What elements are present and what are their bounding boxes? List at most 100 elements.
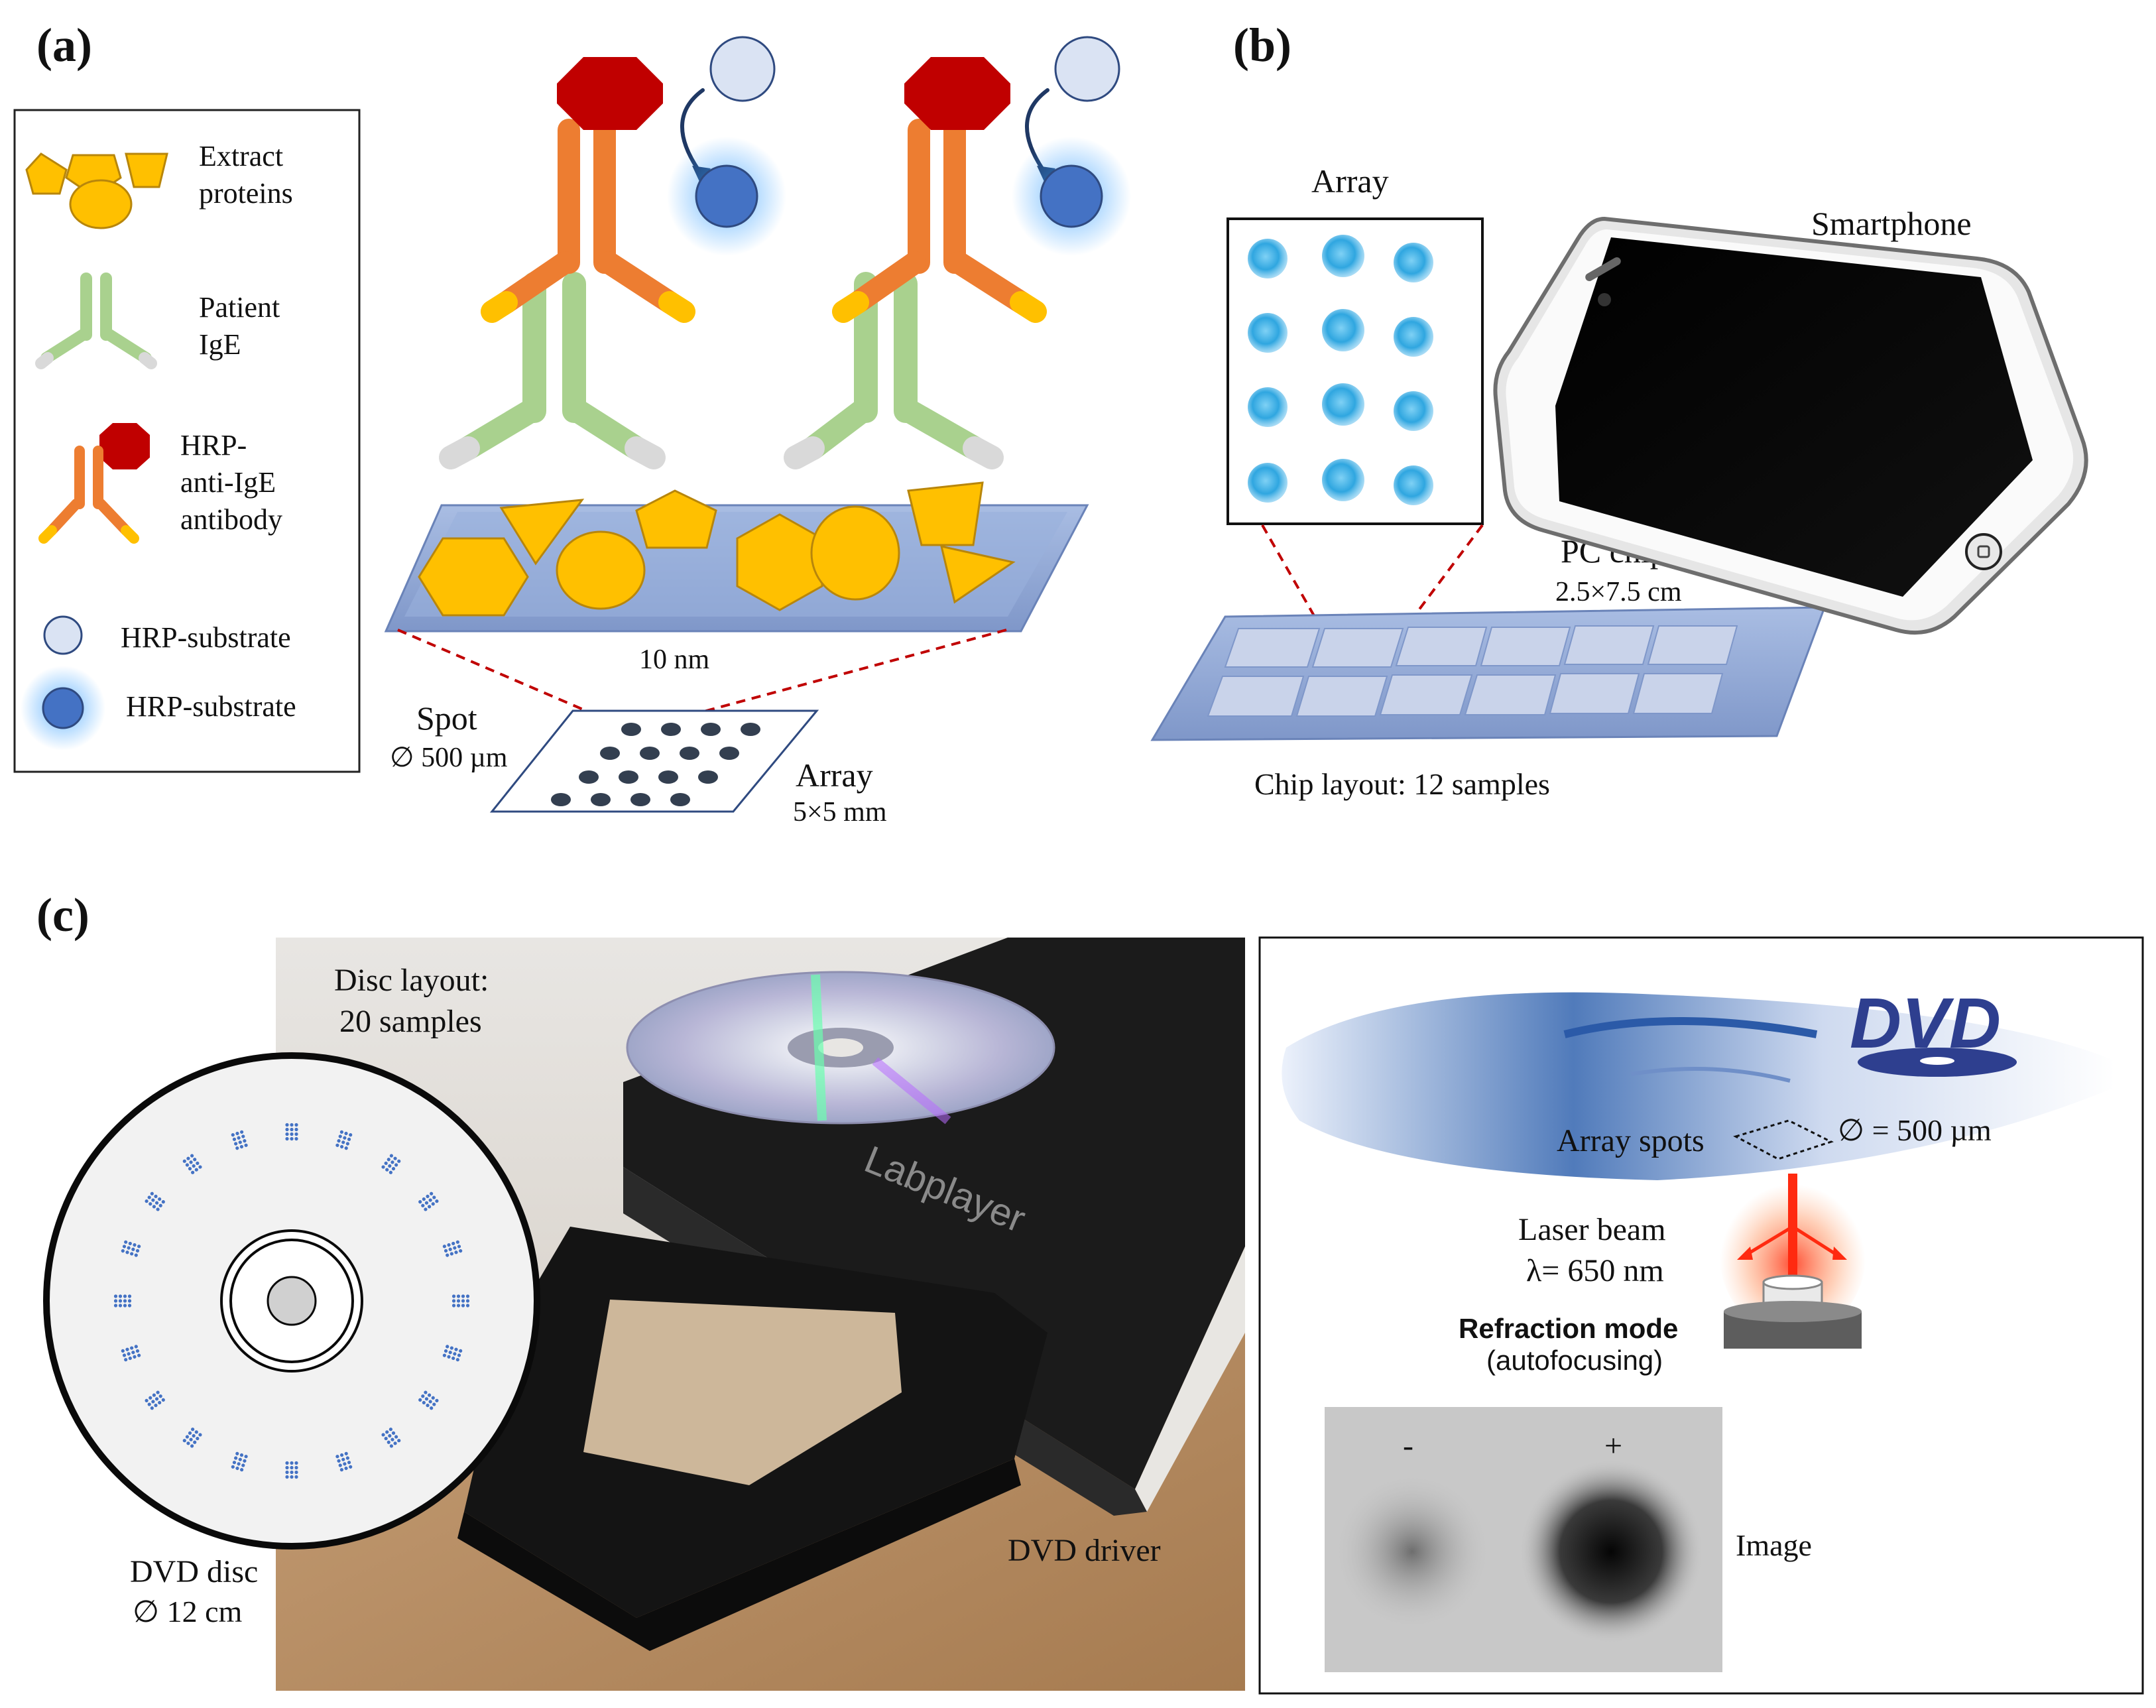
disc-sample-spot xyxy=(125,1347,129,1351)
disc-sample-spot xyxy=(154,1397,159,1401)
disc-sample-array xyxy=(335,1451,353,1472)
disc-sample-spot xyxy=(442,1245,446,1249)
disc-sample-spot xyxy=(240,1130,244,1134)
disc-sample-spot xyxy=(127,1246,131,1250)
disc-sample-spot xyxy=(345,1142,349,1146)
disc-sample-spot xyxy=(397,1439,401,1443)
disc-sample-spot xyxy=(426,1194,430,1198)
disc-sample-spot xyxy=(231,1133,235,1137)
disc-sample-spot xyxy=(194,1168,198,1172)
legend-hrp-line3: antibody xyxy=(180,503,282,536)
array-plate xyxy=(489,709,819,813)
disc-sample-spot xyxy=(192,1433,196,1438)
disc-layout-line2: 20 samples xyxy=(339,1004,482,1039)
disc-sample-spot xyxy=(234,1456,238,1460)
disc-sample-spot xyxy=(427,1205,432,1209)
disc-sample-spot xyxy=(196,1436,200,1441)
disc-sample-array xyxy=(182,1154,202,1174)
disc-sample-array xyxy=(418,1191,439,1211)
readout-image: - + xyxy=(1325,1407,1722,1672)
disc-sample-spot xyxy=(189,1160,193,1164)
disc-sample-spot xyxy=(422,1400,426,1405)
disc-sample-spot xyxy=(231,1465,235,1469)
drive-body-side xyxy=(1135,1247,1245,1512)
disc-sample-spot xyxy=(188,1431,192,1435)
disc-sample-spot xyxy=(130,1346,134,1350)
disc-sample-spot xyxy=(424,1201,429,1205)
disc-sample-spot xyxy=(243,1139,247,1143)
disc-sample-spot xyxy=(294,1475,298,1479)
disc-sample-spot xyxy=(339,1468,343,1472)
array-spots-label: Array spots xyxy=(1557,1123,1705,1158)
disc-sample-spot xyxy=(389,1444,393,1448)
disc-sample-spot xyxy=(389,1170,392,1174)
disc-sample-spot xyxy=(335,1455,339,1459)
disc-sample-array xyxy=(285,1461,298,1479)
disc-sample-spot xyxy=(150,1191,154,1195)
disc-sample-spot xyxy=(456,1294,461,1298)
smartphone-screen xyxy=(1555,237,2033,597)
dvd-disc-arc xyxy=(1282,992,2115,1180)
tray-well xyxy=(583,1300,902,1485)
disc-sample-spot xyxy=(290,1461,294,1465)
disc-sample-spot xyxy=(431,1396,435,1400)
disc-sample-spot xyxy=(235,1146,239,1150)
disc-sample-spot xyxy=(238,1140,242,1144)
disc-sample-array xyxy=(182,1428,202,1448)
legend-hrp-line1: HRP- xyxy=(180,429,247,461)
disc-sample-spot xyxy=(397,1159,401,1163)
readout-box: DVD Array spots ∅ = 500 µm Laser beam λ=… xyxy=(1258,936,2144,1695)
driver-label: DVD driver xyxy=(1008,1533,1161,1568)
disc-sample-spot xyxy=(451,1299,456,1303)
disc-sample-spot xyxy=(290,1123,294,1127)
legend-substrate-2: HRP-substrate xyxy=(126,690,296,723)
disc-sample-spot xyxy=(294,1123,298,1127)
disc-sample-spot xyxy=(389,1154,393,1158)
disc-sample-spot xyxy=(290,1470,294,1475)
disc-sample-spot xyxy=(137,1245,141,1249)
disc-sample-spot xyxy=(347,1137,351,1141)
disc-sample-spot xyxy=(232,1461,237,1465)
disc-sample-spot xyxy=(235,1466,239,1471)
disc-sample-spot xyxy=(190,1154,194,1158)
disc-sample-spot xyxy=(188,1167,192,1171)
disc-sample-spot xyxy=(290,1136,294,1141)
disc-sample-spot xyxy=(453,1246,457,1250)
disc-sample-spot xyxy=(349,1465,353,1469)
array-inset-spots xyxy=(1248,235,1433,505)
disc-sample-spot xyxy=(113,1304,118,1308)
disc-sample-spot xyxy=(446,1253,449,1257)
panel-c-label: (c) xyxy=(36,888,90,942)
disc-sample-spot xyxy=(294,1470,298,1475)
disc-sample-spot xyxy=(235,1131,239,1136)
disc-sample-spot xyxy=(232,1137,237,1141)
array-label-b: Array xyxy=(1311,162,1389,200)
disc-sample-spot xyxy=(432,1195,436,1199)
disc-sample-spot xyxy=(131,1247,135,1251)
disc-sample-spot xyxy=(387,1440,390,1444)
disc-sample-spot xyxy=(285,1470,289,1475)
array-label-a: Array xyxy=(796,757,873,794)
disc-sample-spot xyxy=(149,1202,152,1206)
disc-sample-spot xyxy=(339,1144,344,1149)
disc-sample-array xyxy=(381,1154,401,1174)
array-size: 5×5 mm xyxy=(793,797,887,827)
disc-sample-spot xyxy=(123,1299,127,1303)
disc-sample-spot xyxy=(125,1250,129,1254)
disc-sample-spot xyxy=(343,1462,347,1466)
smartphone xyxy=(1493,216,2088,635)
disc-sample-array xyxy=(231,1451,248,1472)
disc-sample-spot xyxy=(198,1165,202,1169)
disc-sample-spot xyxy=(426,1404,430,1408)
disc-sample-spot xyxy=(456,1304,461,1308)
disc-sample-spot xyxy=(384,1161,388,1166)
disc-sample-spot xyxy=(343,1136,347,1140)
smartphone-speaker xyxy=(1585,257,1621,281)
disc-sample-spot xyxy=(428,1198,432,1202)
disc-sample-spot xyxy=(128,1241,132,1246)
disc-sample-spot xyxy=(137,1353,141,1357)
substrate-dark-icon xyxy=(42,687,84,729)
smartphone-home-button xyxy=(1965,533,2002,570)
disc-sample-spot xyxy=(190,1444,194,1448)
disc-sample-spot xyxy=(390,1160,394,1164)
